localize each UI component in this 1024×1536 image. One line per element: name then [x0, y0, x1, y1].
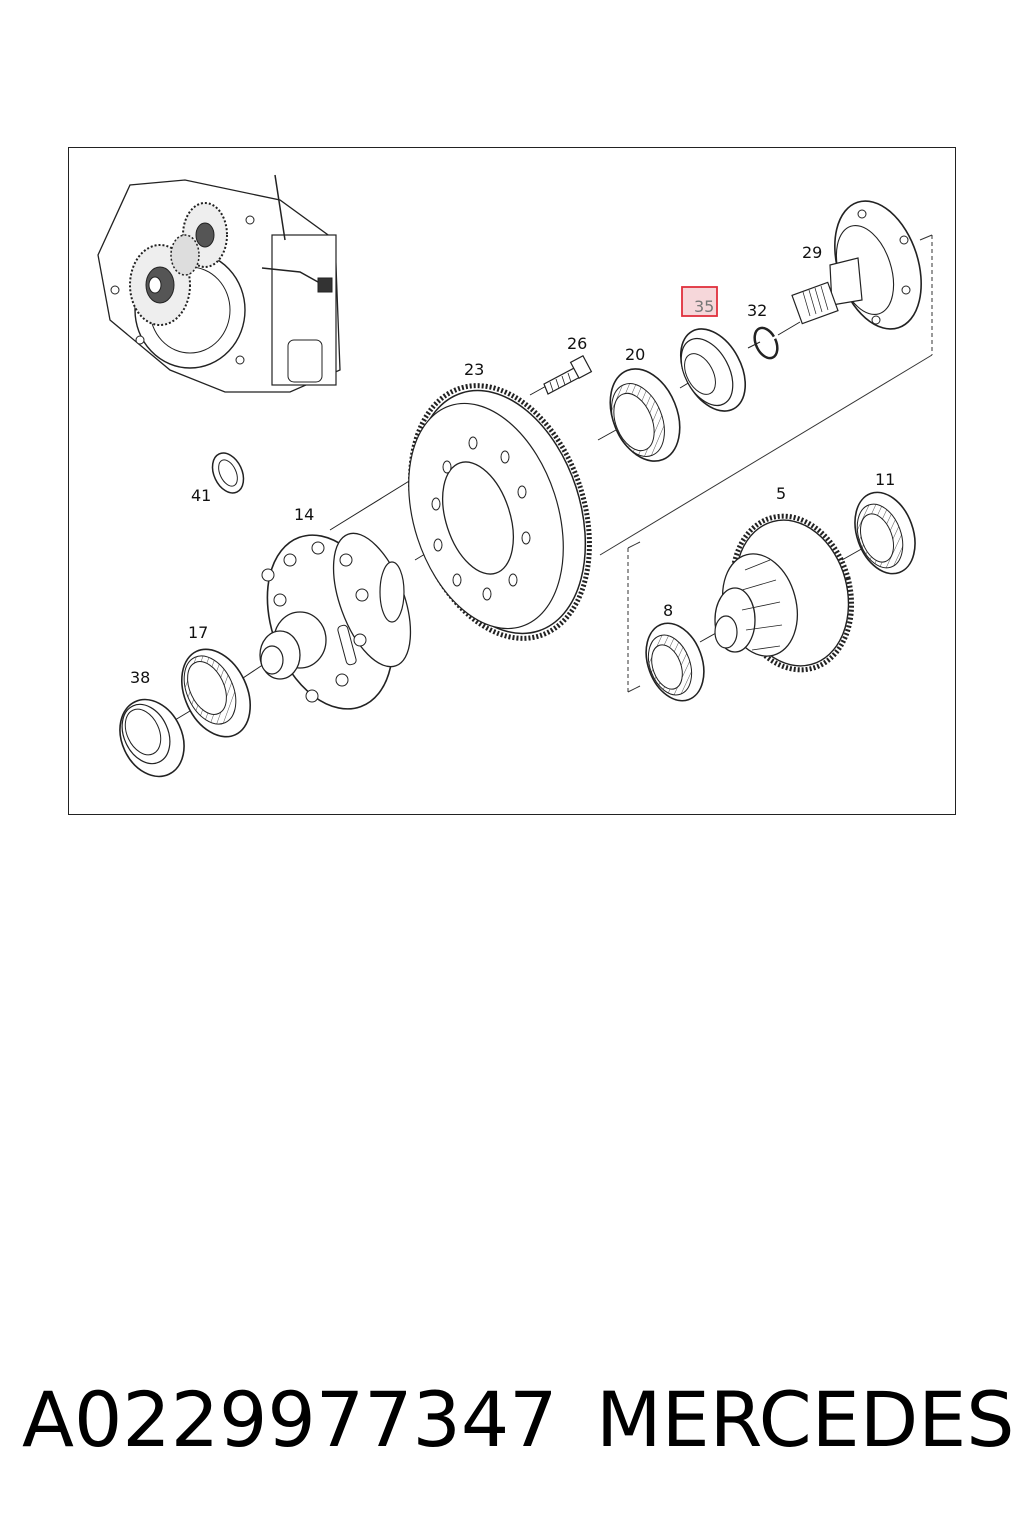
part-number: A0229977347 [22, 1375, 558, 1464]
assembly-bracket-upper [599, 234, 933, 556]
callout-35: 35 [694, 297, 714, 316]
highlight-box [681, 286, 718, 317]
callout-11: 11 [875, 470, 895, 489]
callout-labels: 41 14 17 38 23 26 20 35 32 29 5 11 8 [130, 243, 895, 687]
intermediate-gear-part-5[interactable] [712, 503, 868, 684]
output-flange-part-29[interactable] [791, 190, 936, 340]
bearing-part-8[interactable] [636, 615, 714, 709]
circlip-part-32[interactable] [750, 324, 782, 361]
ring-gear-part-23[interactable] [380, 362, 620, 661]
brand-name: MERCEDES [596, 1375, 1015, 1464]
bearing-part-20[interactable] [597, 359, 692, 472]
callout-8: 8 [663, 601, 673, 620]
callout-17: 17 [188, 623, 208, 642]
callout-32: 32 [747, 301, 767, 320]
oil-seal-part-38[interactable] [108, 689, 196, 787]
shim-ring-part-35[interactable] [668, 318, 759, 422]
bearing-part-11[interactable] [844, 484, 925, 582]
callout-23: 23 [464, 360, 484, 379]
differential-housing-part-14[interactable] [245, 518, 426, 727]
callout-20: 20 [625, 345, 645, 364]
callout-26: 26 [567, 334, 587, 353]
callout-29: 29 [802, 243, 822, 262]
seal-ring-part-41[interactable] [206, 448, 249, 498]
bolt-part-26[interactable] [543, 354, 593, 395]
callout-14: 14 [294, 505, 314, 524]
callout-38: 38 [130, 668, 150, 687]
assembly-bracket-lower [627, 541, 641, 693]
bearing-part-17[interactable] [168, 638, 263, 748]
transmission-assembly-illustration [97, 174, 341, 393]
callout-5: 5 [776, 484, 786, 503]
callout-41: 41 [191, 486, 211, 505]
